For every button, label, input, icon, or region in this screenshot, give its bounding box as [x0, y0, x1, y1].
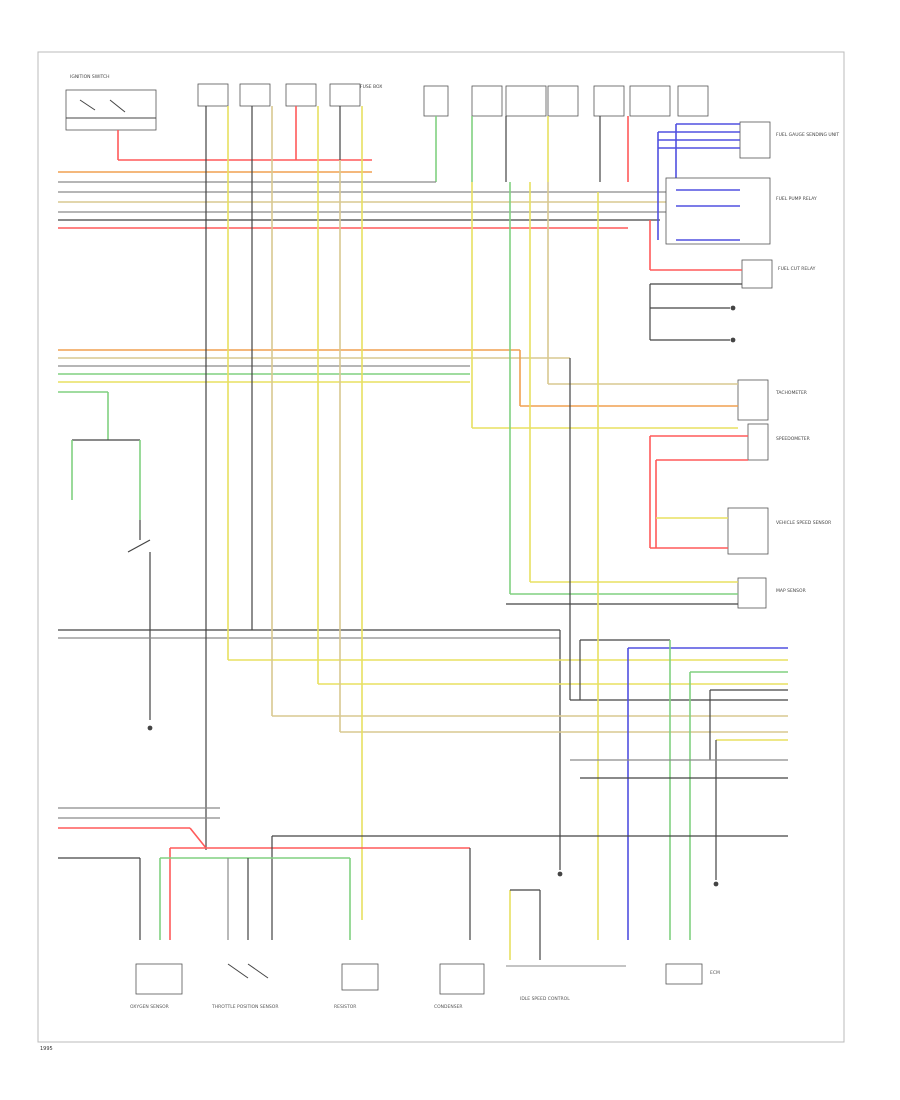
footer-code: 1995 [40, 1046, 53, 1052]
bottom-component-6-label: ECM [710, 970, 720, 976]
bottom-component-1-label: OXYGEN SENSOR [130, 1004, 169, 1010]
fuel-gauge-unit: FUEL GAUGE SENDING UNIT [739, 121, 839, 159]
bottom-component-4: CONDENSER [434, 963, 485, 1010]
vss-label: VEHICLE SPEED SENSOR [776, 520, 831, 526]
vehicle-speed-sensor: VEHICLE SPEED SENSOR [727, 507, 831, 555]
fuel-pump-relay-label: FUEL PUMP RELAY [776, 196, 817, 202]
bottom-component-6: ECM [665, 963, 720, 985]
bottom-component-3-label: RESISTOR [334, 1004, 356, 1010]
speedometer: SPEEDOMETER [747, 423, 810, 461]
bottom-component-1: OXYGEN SENSOR [130, 963, 183, 1010]
fuel-cut-relay: FUEL CUT RELAY [741, 259, 816, 289]
bottom-component-2-label: THROTTLE POSITION SENSOR [211, 1004, 278, 1010]
bottom-component-5-label: IDLE SPEED CONTROL [520, 996, 570, 1002]
bottom-component-5: IDLE SPEED CONTROL [506, 965, 626, 1002]
tachometer-label: TACHOMETER [775, 390, 807, 396]
fuel-pump-relay: FUEL PUMP RELAY [665, 177, 817, 245]
bottom-component-2: THROTTLE POSITION SENSOR [211, 963, 278, 1010]
ignition-switch-label: IGNITION SWITCH [70, 74, 110, 80]
bottom-component-4-label: CONDENSER [434, 1004, 463, 1010]
bottom-component-3: RESISTOR [334, 963, 379, 1010]
fuel-gauge-label: FUEL GAUGE SENDING UNIT [776, 132, 839, 138]
fuse-box-label: FUSE BOX [360, 84, 382, 90]
ignition-switch: IGNITION SWITCH [65, 74, 157, 131]
relay-block [423, 85, 709, 117]
fuse-box: FUSE BOX [197, 83, 382, 107]
speedometer-label: SPEEDOMETER [776, 436, 810, 442]
fuel-cut-relay-label: FUEL CUT RELAY [778, 266, 816, 272]
map-sensor: MAP SENSOR [737, 577, 806, 609]
map-sensor-label: MAP SENSOR [776, 588, 806, 594]
tachometer: TACHOMETER [737, 379, 807, 421]
